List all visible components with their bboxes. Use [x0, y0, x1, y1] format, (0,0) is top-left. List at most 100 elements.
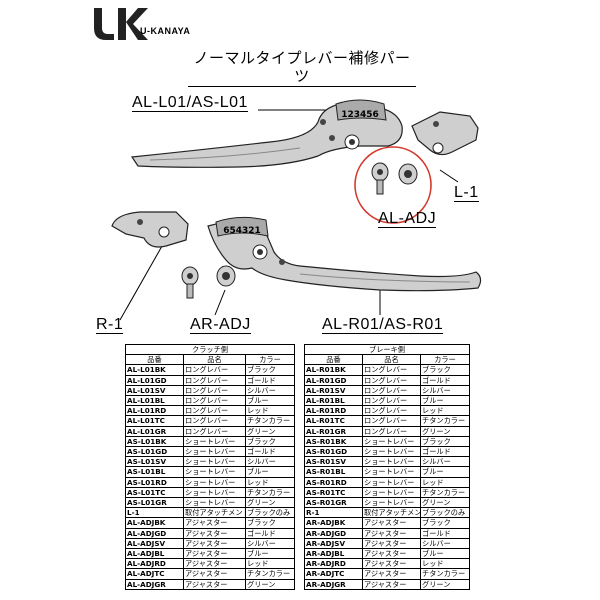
- name-cell: ロングレバー: [183, 395, 246, 407]
- part-no-cell: AS-L01TC: [125, 486, 184, 499]
- part-no-cell: AR-ADJSV: [304, 537, 363, 550]
- part-no-cell: AS-L01BK: [125, 435, 184, 448]
- color-cell: ブルー: [420, 395, 470, 407]
- part-no-cell: AL-R01BK: [304, 364, 363, 376]
- name-cell: ロングレバー: [183, 415, 246, 427]
- part-no-cell: AS-R01GR: [304, 497, 363, 509]
- color-cell: ゴールド: [245, 374, 295, 386]
- part-no-cell: AS-L01RD: [125, 476, 184, 488]
- color-cell: ブラック: [420, 517, 470, 529]
- part-no-cell: AS-R01GD: [304, 446, 363, 458]
- color-cell: レッド: [420, 476, 470, 488]
- color-cell: チタンカラー: [245, 415, 295, 427]
- column-header-name: 品名: [183, 354, 246, 366]
- name-cell: ロングレバー: [183, 374, 246, 386]
- lever-diagram: 123456 654321: [111, 99, 482, 321]
- name-cell: ロングレバー: [362, 415, 421, 427]
- bottom-lever-image: 654321: [207, 216, 482, 292]
- part-no-cell: AL-ADJGD: [125, 527, 184, 539]
- name-cell: ロングレバー: [362, 384, 421, 397]
- part-no-cell: AL-L01SV: [125, 384, 184, 397]
- name-cell: アジャスター: [362, 537, 421, 550]
- brand-logo: U-KANAYA: [92, 6, 212, 40]
- color-cell: ブルー: [245, 466, 295, 478]
- color-cell: シルバー: [420, 384, 470, 397]
- label-bottom-lever: AL-R01/AS-R01: [322, 316, 444, 334]
- name-cell: ロングレバー: [362, 405, 421, 417]
- color-cell: シルバー: [245, 384, 295, 397]
- name-cell: ショートレバー: [183, 435, 246, 448]
- name-cell: アジャスター: [362, 578, 421, 590]
- part-no-cell: AL-ADJBK: [125, 517, 184, 529]
- part-no-cell: AS-R01RD: [304, 476, 363, 488]
- clutch-section-title: クラッチ側: [125, 343, 295, 356]
- name-cell: アジャスター: [362, 568, 421, 580]
- name-cell: 取付アタッチメント: [183, 507, 246, 519]
- part-no-cell: AL-L01GD: [125, 374, 184, 386]
- page-title: ノーマルタイプレバー補修パーツ: [188, 49, 416, 87]
- color-cell: シルバー: [245, 537, 295, 550]
- name-cell: アジャスター: [362, 558, 421, 570]
- color-cell: グリーン: [420, 425, 470, 437]
- part-no-cell: AR-ADJTC: [304, 568, 363, 580]
- ar-adj-parts-image: [181, 265, 236, 299]
- color-cell: ブラックのみ: [245, 507, 295, 519]
- brake-section-title: ブレーキ側: [304, 343, 470, 356]
- name-cell: ロングレバー: [183, 425, 246, 437]
- dial-numbers-top: 123456: [341, 110, 379, 120]
- part-no-cell: AL-R01TC: [304, 415, 363, 427]
- name-cell: ショートレバー: [183, 456, 246, 468]
- name-cell: ショートレバー: [362, 497, 421, 509]
- color-cell: グリーン: [245, 578, 295, 590]
- color-cell: ブルー: [420, 466, 470, 478]
- color-cell: ブラックのみ: [420, 507, 470, 519]
- part-no-cell: AR-ADJBL: [304, 548, 363, 560]
- name-cell: アジャスター: [183, 558, 246, 570]
- color-cell: ブラック: [245, 435, 295, 448]
- part-no-cell: AS-L01GD: [125, 446, 184, 458]
- color-cell: ゴールド: [420, 446, 470, 458]
- part-no-cell: AL-R01GR: [304, 425, 363, 437]
- part-no-cell: AS-R01BK: [304, 435, 363, 448]
- color-cell: チタンカラー: [245, 486, 295, 499]
- part-no-cell: L-1: [125, 507, 184, 519]
- l1-holder-image: [411, 111, 479, 156]
- color-cell: レッド: [420, 405, 470, 417]
- part-no-cell: AL-ADJRD: [125, 558, 184, 570]
- color-cell: レッド: [245, 405, 295, 417]
- leader-line-ar-adj: [214, 289, 226, 316]
- name-cell: ショートレバー: [362, 466, 421, 478]
- name-cell: ロングレバー: [362, 364, 421, 376]
- part-no-cell: AS-L01BL: [125, 466, 184, 478]
- part-no-cell: AL-R01RD: [304, 405, 363, 417]
- name-cell: アジャスター: [362, 517, 421, 529]
- part-no-cell: AL-L01GR: [125, 425, 184, 437]
- part-no-cell: AL-R01SV: [304, 384, 363, 397]
- name-cell: ショートレバー: [183, 497, 246, 509]
- part-no-cell: AR-ADJGD: [304, 527, 363, 539]
- column-header-color: カラー: [420, 354, 470, 366]
